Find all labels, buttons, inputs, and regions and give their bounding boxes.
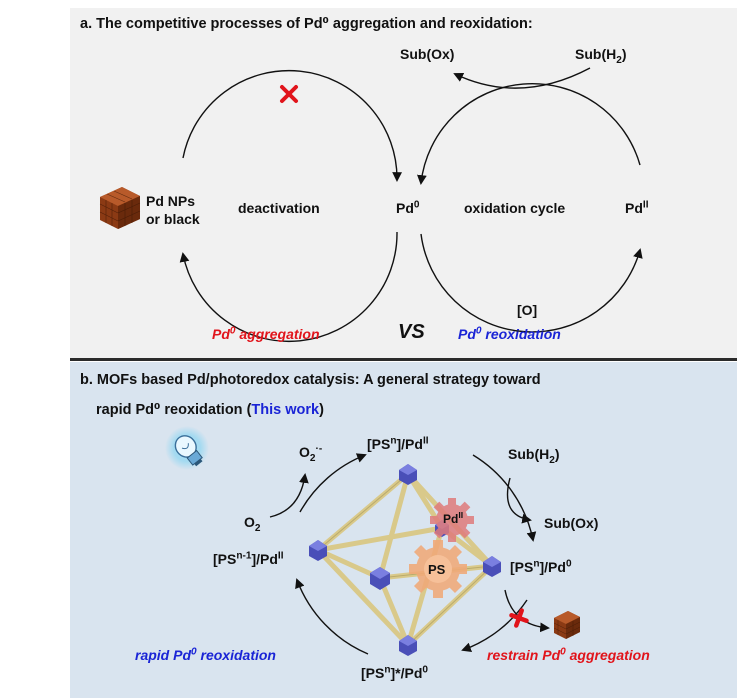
pd0-aggregation-label: Pd0 aggregation	[212, 325, 320, 342]
nanoparticle-cube-icon	[99, 187, 141, 229]
deactivation-top-arc	[182, 69, 402, 182]
oxidation-top-arc	[417, 83, 641, 185]
panel-a-sub-h2-label: Sub(H2)	[575, 46, 627, 66]
panel-b-sub-ox-label: Sub(Ox)	[544, 515, 599, 531]
panel-a-sub-ox-label: Sub(Ox)	[400, 46, 455, 62]
versus-label: VS	[398, 321, 425, 343]
panel-b-title-line2: rapid Pd⁰ reoxidation (This work)	[96, 402, 324, 418]
oxidation-cycle-label: oxidation cycle	[464, 200, 566, 216]
cycle-arc-top-left	[299, 453, 367, 513]
substrate-oxidation-arrow-b	[506, 477, 532, 524]
pd-nps-label-line2: or black	[146, 211, 200, 227]
pd0-center-label: Pd0	[396, 199, 420, 216]
substrate-oxidation-arrow	[453, 67, 591, 89]
gear-ps-label: PS	[428, 562, 446, 577]
oxidant-label: [O]	[517, 302, 538, 318]
right-species-label: [PSn]/Pd0	[510, 558, 572, 575]
panel-a-background	[70, 8, 737, 360]
cycle-arc-bottom-right	[461, 599, 528, 652]
nanoparticle-cube-icon	[553, 611, 581, 639]
mof-node-center	[370, 567, 390, 590]
oxygen-reduction-arrow	[269, 473, 309, 518]
panel-a-title: a. The competitive processes of Pd⁰ aggr…	[80, 16, 533, 32]
mof-node-top	[399, 464, 417, 485]
deactivation-bottom-arc	[179, 231, 398, 343]
top-species-label: [PSn]/PdII	[367, 435, 429, 452]
mof-node-right	[483, 556, 501, 577]
pd-nps-label-line1: Pd NPs	[146, 193, 196, 209]
octahedral-mof-icon	[309, 464, 501, 656]
cycle-arc-top-right	[472, 454, 537, 542]
bottom-species-label: [PSn]*/Pd0	[361, 664, 428, 681]
left-species-label: [PSn-1]/PdII	[213, 550, 284, 567]
deactivation-label: deactivation	[238, 200, 320, 216]
deactivation-cycle-arrows	[179, 69, 402, 343]
oxidation-bottom-arc	[420, 233, 643, 333]
gear-pd-label: PdII	[443, 510, 464, 526]
gear-icon	[409, 540, 467, 598]
pdII-label: PdII	[625, 199, 649, 216]
gear-icon	[430, 498, 474, 542]
pd0-reoxidation-label: Pd0 reoxidation	[458, 325, 561, 342]
lightbulb-icon	[165, 426, 209, 470]
panel-b-sub-h2-label: Sub(H2)	[508, 446, 560, 466]
mof-node-left	[309, 540, 327, 561]
restrain-aggregation-label: restrain Pd0 aggregation	[487, 646, 650, 663]
oxygen-label: O2	[244, 514, 261, 534]
photoredox-cycle-arrows	[269, 453, 550, 655]
panel-divider	[70, 358, 737, 361]
red-cross-icon	[280, 85, 298, 103]
oxidation-cycle-arrows	[417, 67, 643, 333]
red-plus-icon	[509, 608, 529, 628]
mof-node-bottom	[399, 635, 417, 656]
cycle-arc-bottom-left	[295, 578, 369, 655]
panel-b-title-line1: b. MOFs based Pd/photoredox catalysis: A…	[80, 372, 541, 388]
rapid-reoxidation-label: rapid Pd0 reoxidation	[135, 646, 276, 663]
superoxide-label: O2·-	[299, 443, 323, 464]
